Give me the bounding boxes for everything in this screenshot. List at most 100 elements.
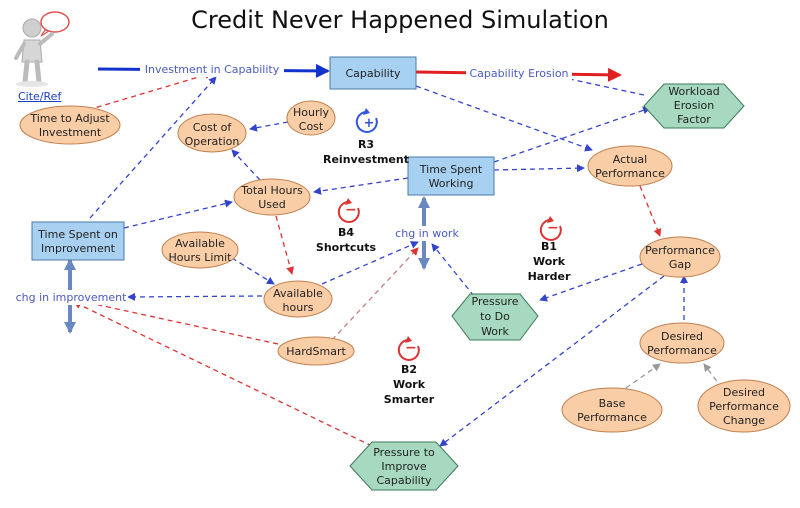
svg-text:R3: R3 bbox=[358, 138, 374, 151]
link-total-hours-to-available bbox=[275, 215, 294, 275]
hex-pressure-to-improve-capability[interactable]: Pressure to Improve Capability bbox=[349, 441, 459, 491]
svg-text:Operation: Operation bbox=[185, 135, 240, 148]
presenter-figure-icon bbox=[14, 11, 70, 87]
aux-performance-gap[interactable]: Performance Gap bbox=[639, 236, 721, 278]
link-hardsmart-to-chg-work bbox=[331, 247, 419, 341]
svg-text:Smarter: Smarter bbox=[384, 393, 435, 406]
svg-text:Desired: Desired bbox=[661, 330, 703, 343]
svg-text:Capability: Capability bbox=[376, 474, 432, 487]
aux-base-performance[interactable]: Base Performance bbox=[561, 387, 663, 433]
stock-time-improvement-line1: Time Spent on bbox=[37, 228, 118, 241]
stock-capability[interactable]: Capability bbox=[329, 56, 417, 90]
svg-text:Available: Available bbox=[175, 237, 225, 250]
svg-text:Total Hours: Total Hours bbox=[240, 184, 303, 197]
link-working-to-workload bbox=[493, 106, 651, 163]
flow-labels: Investment in Capability Capability Eros… bbox=[14, 62, 572, 305]
svg-text:Pressure: Pressure bbox=[472, 295, 519, 308]
stock-time-spent-working[interactable]: Time Spent Working bbox=[407, 156, 495, 196]
flow-chg-improvement-label: chg in improvement bbox=[16, 291, 128, 304]
loop-b4-shortcuts: − B4 Shortcuts bbox=[316, 198, 377, 254]
link-hardsmart-to-chg-improvement bbox=[75, 297, 279, 345]
svg-text:Shortcuts: Shortcuts bbox=[316, 241, 377, 254]
svg-text:Work: Work bbox=[481, 325, 509, 338]
cite-ref-link[interactable]: Cite/Ref bbox=[18, 90, 62, 103]
svg-text:Cost of: Cost of bbox=[193, 121, 233, 134]
loop-r3-reinvestment: + R3 Reinvestment bbox=[323, 108, 409, 166]
aux-total-hours-used[interactable]: Total Hours Used bbox=[233, 178, 311, 216]
svg-text:Erosion: Erosion bbox=[674, 99, 714, 112]
hex-pressure-to-do-work[interactable]: Pressure to Do Work bbox=[451, 293, 539, 341]
link-base-to-desired bbox=[625, 363, 661, 389]
svg-text:Change: Change bbox=[723, 414, 765, 427]
loop-b2-work-smarter: − B2 Work Smarter bbox=[384, 336, 435, 406]
stock-time-improvement-line2: Improvement bbox=[41, 242, 116, 255]
svg-text:−: − bbox=[547, 220, 559, 236]
svg-text:+: + bbox=[364, 116, 375, 131]
link-time-adjust-to-investment bbox=[87, 71, 213, 111]
link-capability-to-actual-performance bbox=[415, 85, 593, 152]
aux-hardsmart[interactable]: HardSmart bbox=[277, 336, 355, 366]
link-improvement-to-investment bbox=[89, 76, 217, 219]
stock-time-spent-improvement[interactable]: Time Spent on Improvement bbox=[31, 221, 125, 261]
link-limit-to-available bbox=[231, 257, 275, 285]
aux-time-to-adjust[interactable]: Time to Adjust Investment bbox=[19, 105, 121, 145]
svg-text:Investment: Investment bbox=[39, 126, 102, 139]
stock-capability-label: Capability bbox=[345, 67, 401, 80]
link-improvement-to-total-hours bbox=[123, 199, 233, 229]
link-gap-to-pressure-improve bbox=[439, 275, 665, 447]
svg-text:−: − bbox=[405, 340, 417, 356]
svg-text:Hours Limit: Hours Limit bbox=[169, 251, 233, 264]
svg-text:Harder: Harder bbox=[528, 270, 571, 283]
svg-text:to Do: to Do bbox=[480, 310, 510, 323]
link-available-to-chg-improvement bbox=[127, 292, 263, 301]
hex-workload-erosion-factor[interactable]: Workload Erosion Factor bbox=[643, 83, 745, 129]
svg-text:Available: Available bbox=[273, 287, 323, 300]
aux-available-hours[interactable]: Available hours bbox=[263, 280, 333, 318]
svg-text:Cost: Cost bbox=[299, 120, 324, 133]
svg-text:B1: B1 bbox=[541, 240, 557, 253]
loop-balancing-icon: − bbox=[539, 216, 562, 241]
causal-links bbox=[73, 71, 723, 447]
svg-text:Performance: Performance bbox=[645, 244, 715, 257]
aux-cost-of-operation[interactable]: Cost of Operation bbox=[177, 113, 247, 153]
aux-desired-performance-change[interactable]: Desired Performance Change bbox=[697, 379, 791, 433]
svg-text:Performance: Performance bbox=[709, 400, 779, 413]
svg-text:Pressure to: Pressure to bbox=[373, 446, 435, 459]
aux-desired-performance[interactable]: Desired Performance bbox=[639, 322, 725, 364]
flow-investment-label: Investment in Capability bbox=[145, 63, 280, 76]
svg-text:hours: hours bbox=[283, 301, 314, 314]
link-total-hours-to-cost bbox=[231, 149, 261, 181]
loop-balancing-icon: − bbox=[397, 336, 420, 361]
svg-text:−: − bbox=[345, 202, 357, 218]
svg-text:Performance: Performance bbox=[595, 167, 665, 180]
flow-pipes bbox=[64, 63, 622, 334]
link-working-to-actual bbox=[493, 164, 585, 173]
svg-text:Used: Used bbox=[258, 198, 286, 211]
flow-erosion-label: Capability Erosion bbox=[469, 67, 568, 80]
svg-text:Reinvestment: Reinvestment bbox=[323, 153, 409, 166]
aux-available-hours-limit[interactable]: Available Hours Limit bbox=[161, 231, 239, 269]
diagram-title: Credit Never Happened Simulation bbox=[191, 6, 609, 34]
loop-reinforcing-icon: + bbox=[355, 108, 378, 133]
svg-text:HardSmart: HardSmart bbox=[286, 345, 346, 358]
stock-time-working-line2: Working bbox=[429, 177, 474, 190]
link-pressure-work-to-chg-work bbox=[431, 243, 475, 297]
svg-text:Gap: Gap bbox=[669, 258, 691, 271]
svg-text:Work: Work bbox=[393, 378, 426, 391]
svg-text:Factor: Factor bbox=[677, 113, 711, 126]
svg-text:B2: B2 bbox=[401, 363, 417, 376]
link-pressure-improve-to-chg-improvement bbox=[73, 301, 373, 447]
svg-text:Actual: Actual bbox=[613, 153, 647, 166]
svg-text:Hourly: Hourly bbox=[293, 106, 330, 119]
aux-hourly-cost[interactable]: Hourly Cost bbox=[286, 100, 336, 136]
svg-text:Time to Adjust: Time to Adjust bbox=[29, 112, 110, 125]
loop-balancing-icon: − bbox=[337, 198, 360, 223]
flow-chg-work-label: chg in work bbox=[395, 227, 459, 240]
svg-text:Work: Work bbox=[533, 255, 566, 268]
svg-text:Base: Base bbox=[599, 397, 626, 410]
svg-text:Desired: Desired bbox=[723, 386, 765, 399]
svg-text:B4: B4 bbox=[338, 226, 354, 239]
aux-actual-performance[interactable]: Actual Performance bbox=[587, 145, 673, 187]
svg-text:Performance: Performance bbox=[647, 344, 717, 357]
